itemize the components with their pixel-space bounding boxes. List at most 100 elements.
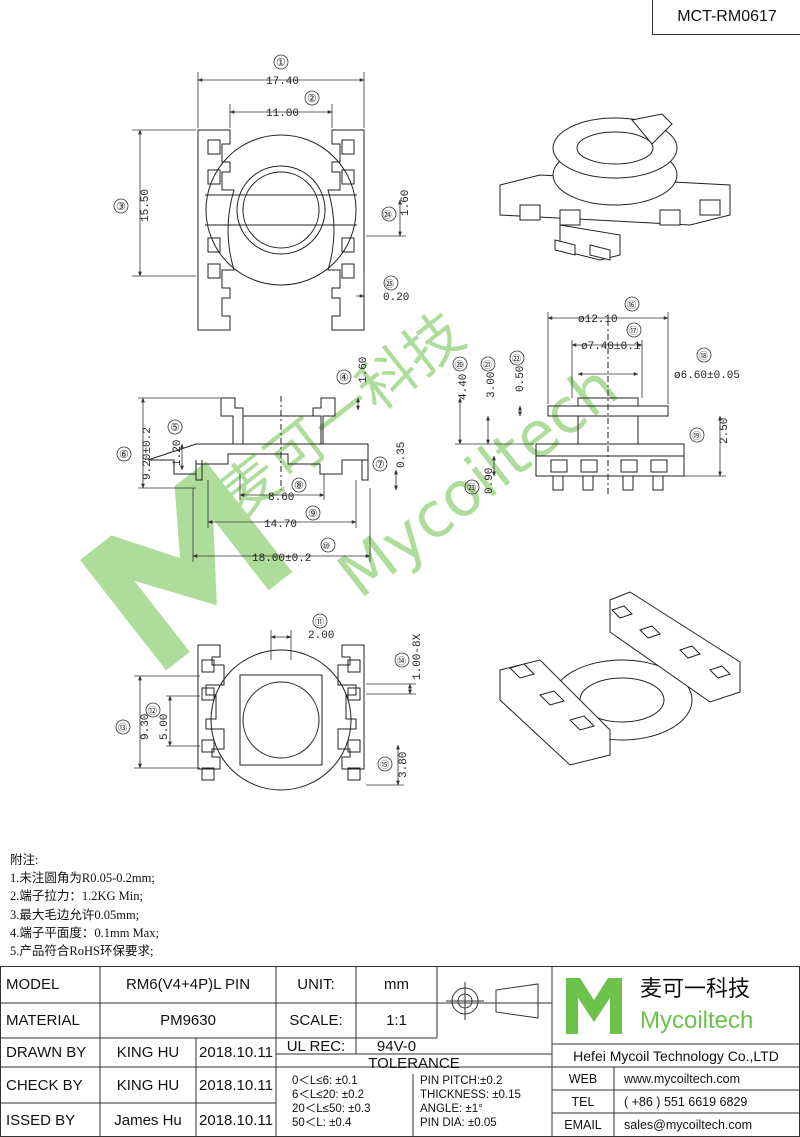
dim-1-60-front: 1.60 <box>358 357 370 383</box>
tol-pin-pitch: PIN PITCH:±0.2 <box>420 1075 503 1088</box>
drawing-code: MCT-RM0617 <box>652 0 800 35</box>
dim-id-8: ⑧ <box>294 480 304 493</box>
material-label: MATERIAL <box>6 1012 80 1029</box>
title-block: MODEL RM6(V4+4P)L PIN MATERIAL PM9630 DR… <box>0 966 800 1137</box>
dim-9-30: 9.30 <box>140 714 152 740</box>
dim-15-50: 15.50 <box>140 189 152 222</box>
drawn-date: 2018.10.11 <box>199 1044 273 1061</box>
dim-id-11: ⑪ <box>315 617 324 628</box>
issued-label: ISSED BY <box>6 1111 76 1129</box>
dim-id-2: ② <box>307 93 317 106</box>
check-name: KING HU <box>116 1076 180 1094</box>
dim-0-20: 0.20 <box>383 292 409 304</box>
technical-drawing: 麦可一科技 Mycoiltech ① 17.40 ② <box>80 54 741 791</box>
issued-name: James Hu <box>114 1111 182 1129</box>
web-label: WEB <box>568 1071 598 1086</box>
unit-label: UNIT: <box>297 976 335 993</box>
dim-17-40: 17.40 <box>266 76 299 88</box>
dim-dia-12-10: ø12.10 <box>578 314 618 326</box>
tol-line-4: 50＜L: ±0.4 <box>292 1117 352 1130</box>
notes: 附注: 1.未注圆角为R0.05-0.2mm; 2.端子拉力：1.2KG Min… <box>10 851 159 960</box>
tel-value: ( +86 ) 551 6619 6829 <box>624 1094 748 1109</box>
dim-2-50: 2.50 <box>719 418 731 444</box>
top-view-dims <box>132 72 406 298</box>
scale-value: 1:1 <box>386 1012 407 1029</box>
drawn-name: KING HU <box>116 1044 180 1061</box>
dim-id-15: ⑮ <box>380 760 389 771</box>
watermark-logo-mark <box>80 461 293 671</box>
dim-11-00: 11.00 <box>266 108 299 120</box>
model-value: RM6(V4+4P)L PIN <box>125 976 251 993</box>
dim-id-13: ⑬ <box>118 723 127 734</box>
dim-id-19: ⑲ <box>692 431 701 442</box>
note-5: 5.产品符合RoHS环保要求; <box>10 944 154 959</box>
check-label: CHECK BY <box>6 1076 83 1094</box>
dim-id-4: ④ <box>339 372 349 385</box>
dim-14-70: 14.70 <box>264 519 297 531</box>
email-label: EMAIL <box>564 1118 602 1132</box>
dim-id-9: ⑨ <box>308 508 318 521</box>
dim-id-17: ⑰ <box>629 326 638 337</box>
logo-en: Mycoiltech <box>640 1007 754 1034</box>
tel-label: TEL <box>571 1094 595 1109</box>
dim-5-00: 5.00 <box>159 714 171 740</box>
dim-id-3: ③ <box>116 201 126 214</box>
dim-0-35: 0.35 <box>396 442 408 468</box>
scale-label: SCALE: <box>289 1012 343 1029</box>
note-2: 2.端子拉力：1.2KG Min; <box>10 889 143 904</box>
tol-line-1: 0＜L≤6: ±0.1 <box>292 1075 358 1088</box>
notes-title: 附注: <box>10 853 39 867</box>
note-3: 3.最大毛边允许0.05mm; <box>10 907 140 922</box>
dim-2-00: 2.00 <box>308 630 334 642</box>
company-name: Hefei Mycoil Technology Co.,LTD <box>573 1047 779 1064</box>
dim-id-18: ⑱ <box>699 351 708 362</box>
note-1: 1.未注圆角为R0.05-0.2mm; <box>10 871 155 886</box>
dim-1-00-8x: 1.00-8X <box>412 633 424 680</box>
tol-pin-dia: PIN DIA: ±0.05 <box>420 1117 497 1130</box>
top-view <box>197 129 365 331</box>
dim-dia-7-40: ø7.40±0.1 <box>581 341 641 353</box>
ul-value: 94V-0 <box>376 1037 417 1055</box>
iso-view-top <box>499 113 731 261</box>
tol-line-2: 6＜L≤20: ±0.2 <box>292 1089 365 1102</box>
dim-1-20: 1.20 <box>172 440 184 466</box>
note-4: 4.端子平面度：0.1mm Max; <box>10 925 159 940</box>
tolerance-label: TOLERANCE <box>368 1054 460 1072</box>
tol-thickness: THICKNESS: ±0.15 <box>420 1089 521 1102</box>
dim-id-25: ㉕ <box>385 279 394 290</box>
dim-id-6: ⑥ <box>119 449 129 462</box>
check-date: 2018.10.11 <box>199 1076 273 1094</box>
dim-3-80: 3.80 <box>398 752 410 778</box>
tol-line-3: 20＜L≤50: ±0.3 <box>292 1103 371 1116</box>
model-label: MODEL <box>6 976 60 993</box>
email-value[interactable]: sales@mycoiltech.com <box>624 1118 753 1132</box>
material-value: PM9630 <box>160 1012 216 1029</box>
dim-id-24: ㉔ <box>383 210 392 221</box>
dim-18-00: 18.00±0.2 <box>252 553 311 565</box>
dim-id-23: ㉓ <box>467 483 476 494</box>
dim-id-10: ⑩ <box>322 542 330 552</box>
dim-8-60: 8.60 <box>268 492 294 504</box>
dim-0-50: 0.50 <box>515 366 527 392</box>
dim-0-90: 0.90 <box>484 468 496 494</box>
dim-id-22: ㉒ <box>512 354 521 365</box>
dim-id-20: ⑳ <box>455 360 464 371</box>
dim-dia-6-60: ø6.60±0.05 <box>674 370 740 382</box>
dim-1-60-top: 1.60 <box>400 190 412 216</box>
dim-id-5: ⑤ <box>170 422 180 435</box>
front-view-dims <box>138 397 398 562</box>
tol-angle: ANGLE: ±1° <box>420 1103 483 1116</box>
dim-4-40: 4.40 <box>458 374 470 400</box>
dim-id-12: ⑫ <box>148 706 157 717</box>
drawn-label: DRAWN BY <box>6 1044 87 1061</box>
web-value[interactable]: www.mycoiltech.com <box>624 1071 740 1086</box>
ul-label: UL REC: <box>286 1037 346 1055</box>
projection-symbol-icon <box>446 982 539 1020</box>
bottom-view-dims <box>134 630 416 786</box>
front-view <box>147 396 369 490</box>
iso-view-bottom <box>499 591 741 766</box>
dim-9-20: 9.20±0.2 <box>142 427 154 480</box>
dim-id-16: ⑯ <box>627 300 636 311</box>
issued-date: 2018.10.11 <box>199 1111 273 1129</box>
dim-3-00: 3.00 <box>486 372 498 398</box>
